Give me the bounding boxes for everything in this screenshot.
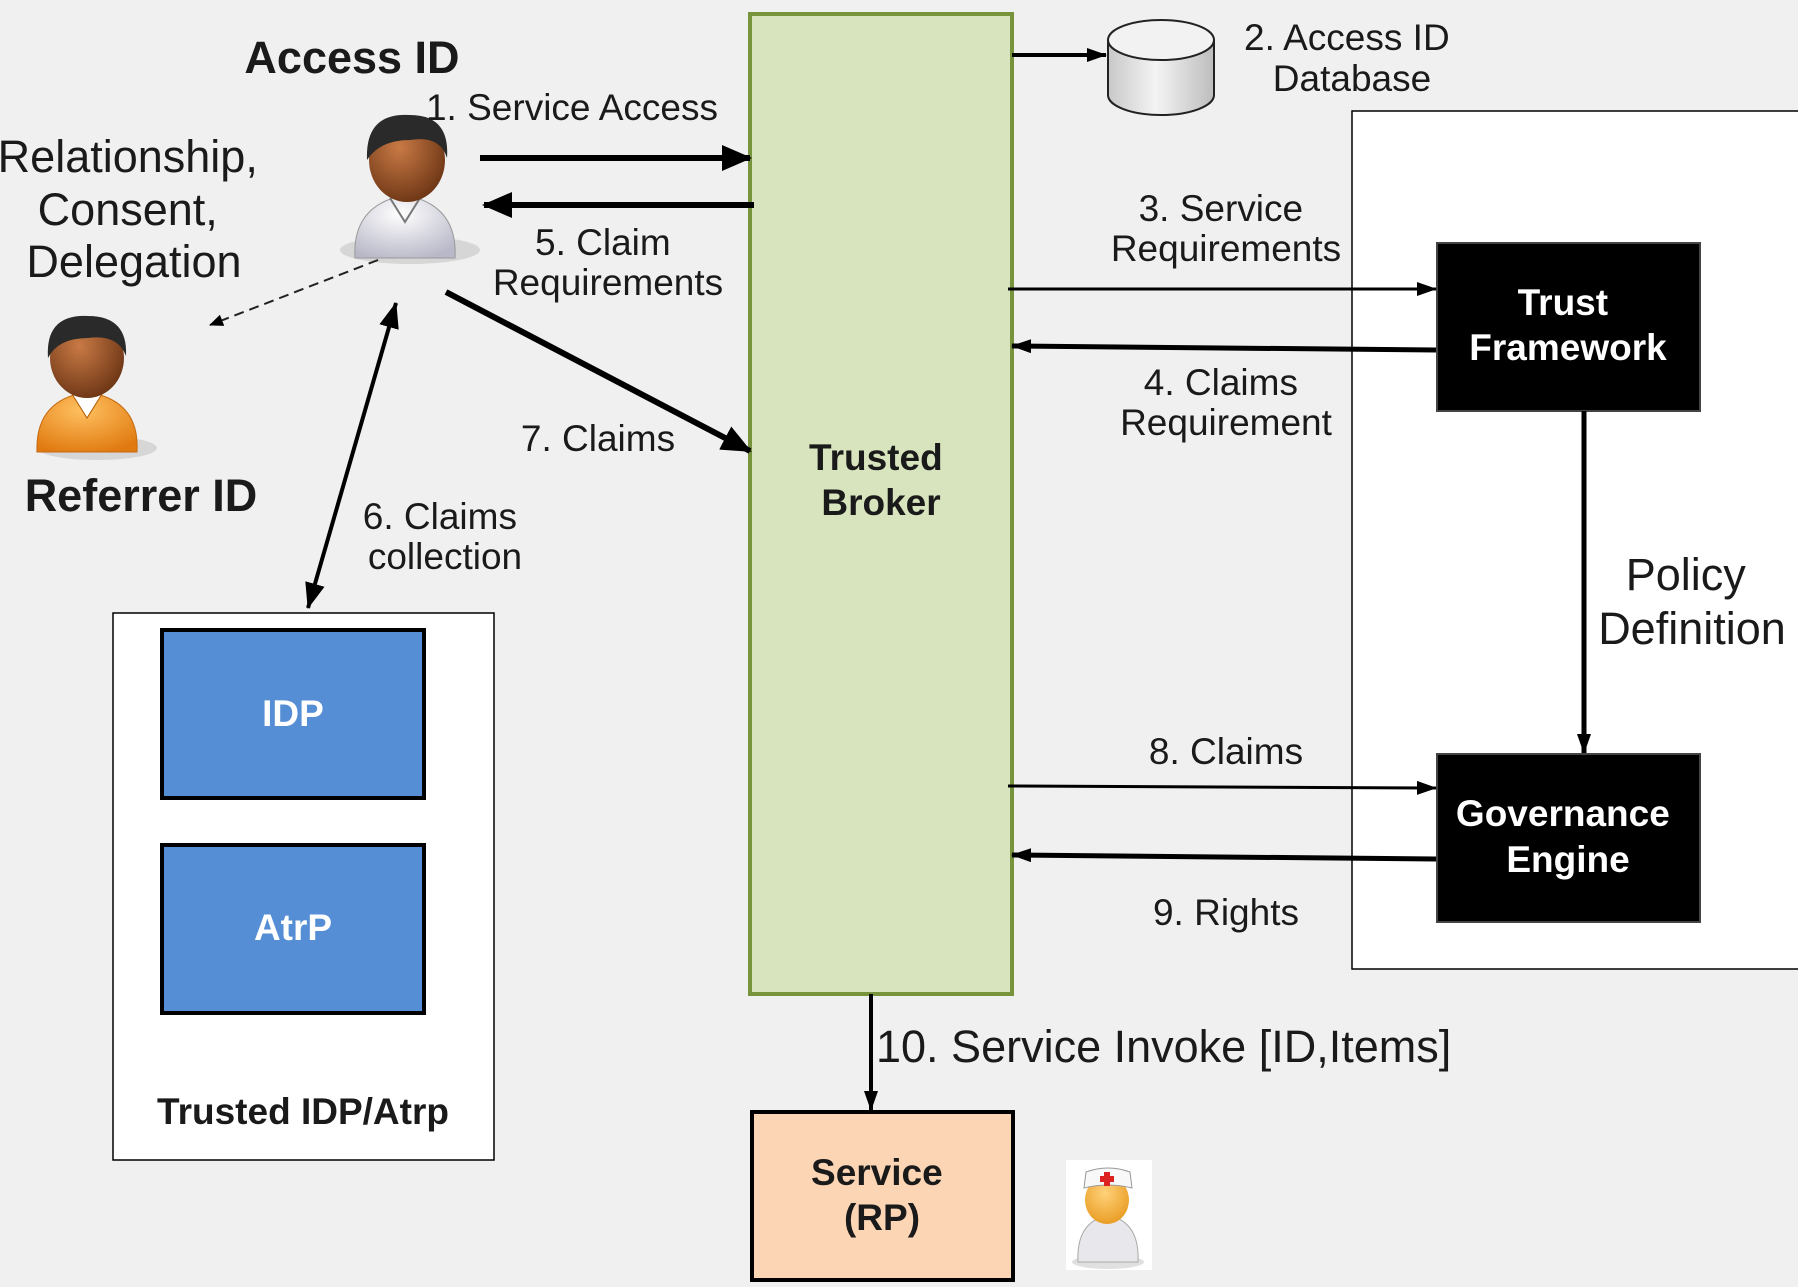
- step-5-label: 5. Claim Requirements: [493, 222, 723, 303]
- referrer-id-label: Referrer ID: [25, 470, 258, 521]
- governance-engine-label: Governance Engine: [1456, 793, 1680, 880]
- policy-definition-label: Policy Definition: [1598, 549, 1786, 654]
- atrp-label: AtrP: [254, 907, 332, 948]
- arrow-4-claims-requirement: [1011, 339, 1437, 354]
- trust-framework-label: Trust Framework: [1469, 282, 1667, 368]
- trusted-broker-label: Trusted Broker: [809, 437, 953, 523]
- nurse-icon: [1066, 1160, 1152, 1270]
- governance-engine-box: [1436, 753, 1701, 923]
- access-id-database-label: 2. Access ID Database: [1244, 17, 1460, 99]
- arrow-6-claims-collection: [305, 302, 399, 609]
- access-id-person-icon: [340, 114, 480, 264]
- access-id-label: Access ID: [244, 32, 459, 83]
- trusted-idp-atrp-label: Trusted IDP/Atrp: [157, 1091, 449, 1132]
- step-3-label: 3. Service Requirements: [1111, 188, 1341, 269]
- trust-framework-box: [1436, 242, 1701, 412]
- atrp-box: [160, 843, 426, 1015]
- step-6-label: 6. Claims collection: [363, 496, 527, 577]
- relationship-label: Relationship, Consent, Delegation: [0, 131, 270, 287]
- step-1-label: 1. Service Access: [426, 87, 718, 128]
- step-10-label: 10. Service Invoke [ID,Items]: [876, 1021, 1451, 1072]
- arrow-7-claims: [444, 289, 752, 454]
- idp-box: [160, 628, 426, 800]
- service-rp-label: Service (RP): [811, 1152, 953, 1238]
- database-icon: [1107, 19, 1215, 116]
- service-rp-box: [750, 1110, 1015, 1282]
- step-7-label: 7. Claims: [521, 418, 675, 459]
- trusted-broker-box: [748, 12, 1014, 996]
- delegation-arrow: [209, 259, 379, 326]
- idp-label: IDP: [262, 693, 324, 734]
- referrer-id-person-icon: [36, 315, 157, 460]
- step-9-label: 9. Rights: [1153, 892, 1299, 933]
- arrow-8-claims: [1007, 780, 1437, 795]
- arrow-9-rights: [1011, 848, 1437, 863]
- step-8-label: 8. Claims: [1149, 731, 1303, 772]
- step-4-label: 4. Claims Requirement: [1120, 362, 1333, 443]
